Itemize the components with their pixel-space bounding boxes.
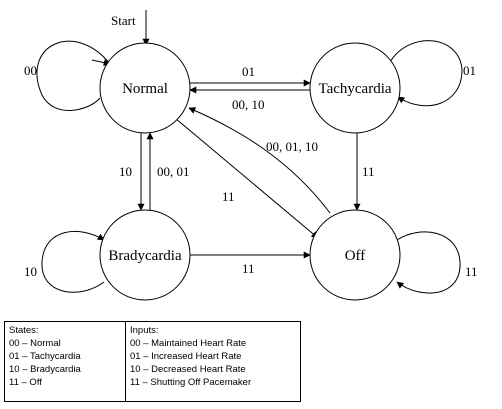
label-normal-to-off: 11 xyxy=(222,189,235,204)
self-loop-tachycardia xyxy=(389,40,463,107)
legend-states-column: States: 00 – Normal 01 – Tachycardia 10 … xyxy=(5,322,126,401)
state-bradycardia-circle xyxy=(99,209,191,301)
self-loop-normal xyxy=(36,40,111,111)
legend-inputs-title: Inputs: xyxy=(130,325,159,336)
label-normal-to-bradycardia: 10 xyxy=(119,164,132,179)
label-bradycardia-to-off: 11 xyxy=(242,261,255,276)
self-loop-bradycardia xyxy=(41,230,105,293)
self-loop-off xyxy=(396,231,461,294)
edge-off-to-normal xyxy=(188,107,331,214)
legend-state-item: 01 – Tachycardia xyxy=(9,351,81,362)
legend-states-title: States: xyxy=(9,325,39,336)
legend-input-item: 01 – Increased Heart Rate xyxy=(130,351,242,362)
label-bradycardia-to-normal: 00, 01 xyxy=(157,164,190,179)
state-tachycardia-label: Tachycardia xyxy=(318,81,391,97)
legend-state-item: 00 – Normal xyxy=(9,338,61,349)
label-off-self: 11 xyxy=(465,264,478,279)
legend-table: States: 00 – Normal 01 – Tachycardia 10 … xyxy=(4,321,301,402)
state-tachycardia-circle xyxy=(309,42,401,134)
edge-normal-to-off xyxy=(174,117,319,239)
state-normal-label: Normal xyxy=(122,81,168,97)
state-normal-circle xyxy=(99,42,191,134)
label-tachycardia-to-normal: 00, 10 xyxy=(232,97,265,112)
state-off-label: Off xyxy=(345,248,366,264)
legend-input-item: 10 – Decreased Heart Rate xyxy=(130,364,246,375)
start-label: Start xyxy=(111,13,136,28)
label-tachycardia-to-off: 11 xyxy=(362,164,375,179)
label-normal-to-tachycardia: 01 xyxy=(242,64,255,79)
label-tachycardia-self: 01 xyxy=(463,63,476,78)
label-off-to-normal: 00, 01, 10 xyxy=(266,139,318,154)
legend-state-item: 11 – Off xyxy=(9,377,42,388)
state-bradycardia-label: Bradycardia xyxy=(108,248,182,264)
legend-input-item: 00 – Maintained Heart Rate xyxy=(130,338,247,349)
legend-inputs-column: Inputs: 00 – Maintained Heart Rate 01 – … xyxy=(126,322,300,401)
legend-input-item: 11 – Shutting Off Pacemaker xyxy=(130,377,252,388)
label-bradycardia-self: 10 xyxy=(24,264,37,279)
legend-state-item: 10 – Bradycardia xyxy=(9,364,81,375)
label-normal-self: 00 xyxy=(24,63,37,78)
state-off-circle xyxy=(309,209,401,301)
